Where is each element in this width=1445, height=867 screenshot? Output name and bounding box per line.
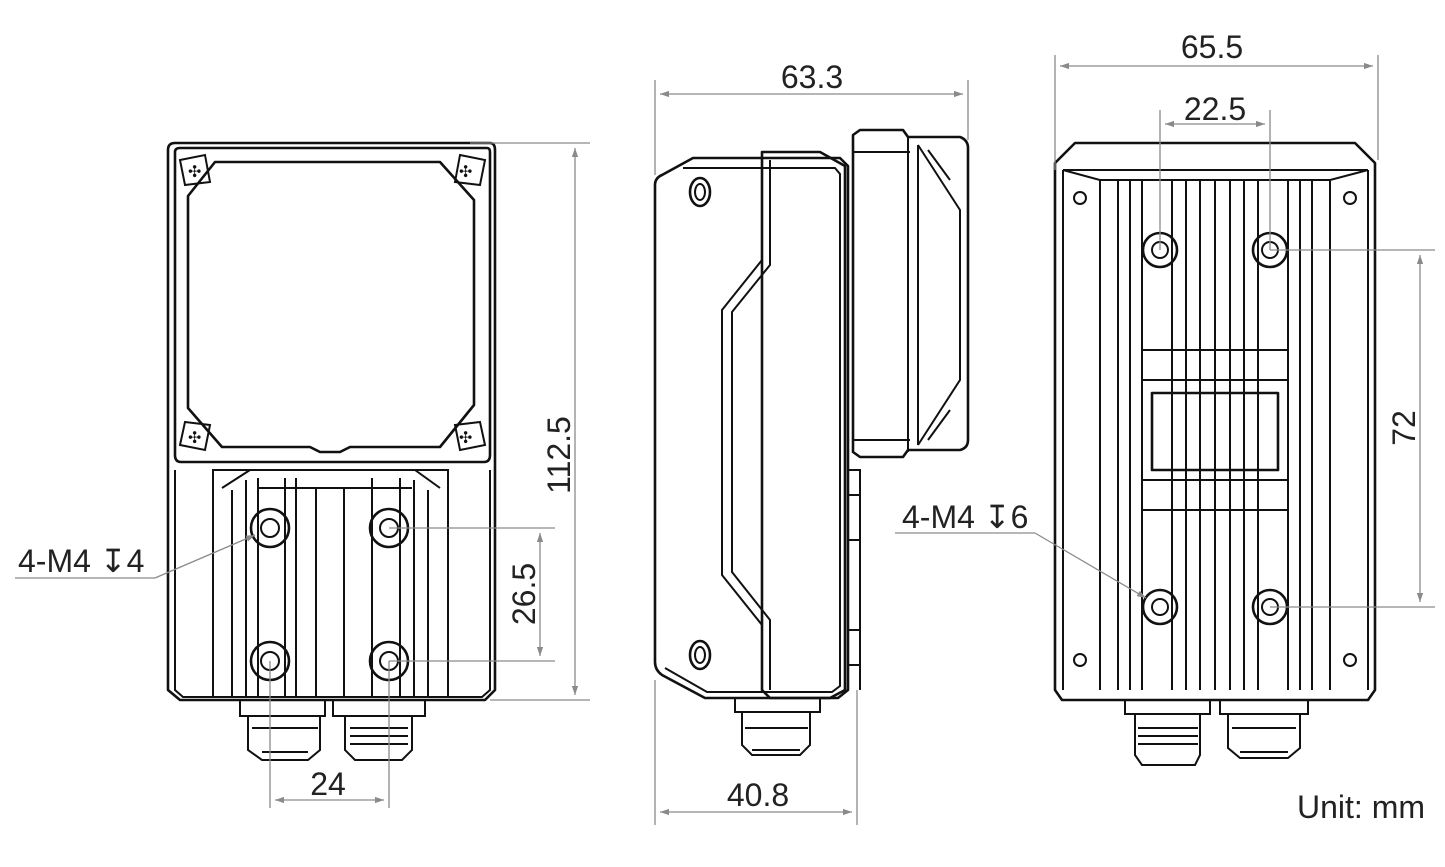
svg-text:✣: ✣ (459, 428, 472, 447)
back-fins (1117, 180, 1313, 690)
side-view: 63.3 40.8 (653, 59, 970, 825)
back-width-label: 65.5 (1181, 29, 1243, 65)
front-hole-horizontal-label: 24 (310, 766, 346, 802)
front-thread-note: 4-M4 ↧4 (18, 543, 144, 579)
side-depth-label: 63.3 (781, 59, 843, 95)
front-height-label: 112.5 (541, 416, 577, 494)
side-base-depth-label: 40.8 (727, 777, 789, 813)
back-view: 65.5 22.5 72 4-M4 ↧6 (895, 29, 1435, 766)
back-corner-screws (1073, 191, 1357, 667)
svg-text:✣: ✣ (188, 428, 201, 447)
svg-text:✣: ✣ (188, 162, 201, 181)
unit-label: Unit: mm (1297, 789, 1425, 825)
corner-screws: ✣ ✣ ✣ ✣ (178, 153, 487, 452)
back-thread-note: 4-M4 ↧6 (902, 499, 1028, 535)
front-connectors (239, 699, 426, 761)
front-hole-vertical-label: 26.5 (506, 563, 542, 625)
back-hole-horizontal-label: 22.5 (1184, 91, 1246, 127)
front-view: ✣ ✣ ✣ ✣ (15, 141, 590, 808)
back-hole-vertical-label: 72 (1386, 410, 1422, 446)
label-plate (1150, 391, 1280, 472)
front-mount-holes (249, 507, 410, 682)
svg-text:✣: ✣ (459, 162, 472, 181)
